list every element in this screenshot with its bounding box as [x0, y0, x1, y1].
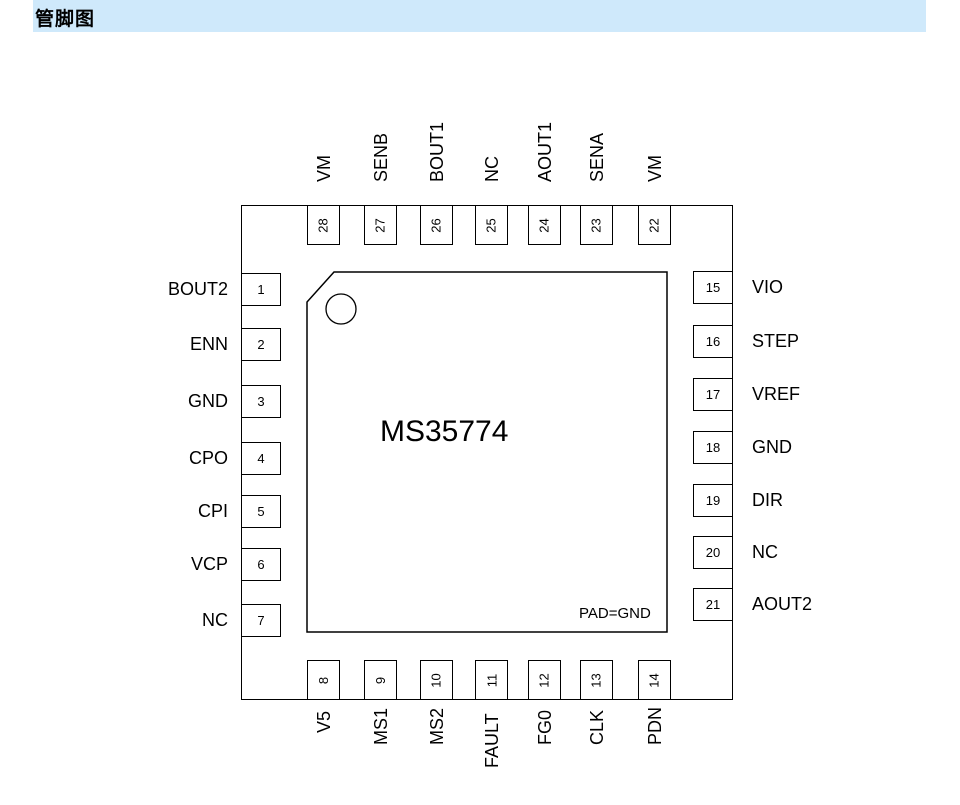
pin-label-21: AOUT2 — [752, 594, 813, 614]
pad-label: PAD=GND — [579, 605, 651, 622]
pin-label-11: FAULT — [482, 712, 502, 768]
pin-label-8: V5 — [314, 710, 334, 733]
pin-label-20: NC — [752, 542, 778, 562]
pin-number-26: 26 — [429, 217, 444, 233]
pin-box-22: 22 — [638, 205, 671, 245]
pin-box-20: 20 — [693, 536, 733, 569]
pin-box-28: 28 — [307, 205, 340, 245]
pin-box-23: 23 — [580, 205, 613, 245]
pin-label-1: BOUT2 — [167, 279, 228, 299]
pin-label-12: FG0 — [535, 709, 555, 745]
pin-box-25: 25 — [475, 205, 508, 245]
pin-number-11: 11 — [484, 673, 499, 687]
pin-number-27: 27 — [373, 217, 388, 233]
pin-box-5: 5 — [241, 495, 281, 528]
pin-label-28: VM — [314, 155, 334, 182]
pin-label-3: GND — [188, 391, 228, 411]
pin-box-17: 17 — [693, 378, 733, 411]
pin-label-13: CLK — [587, 709, 607, 745]
pin-label-25: NC — [482, 156, 502, 182]
pin-label-10: MS2 — [427, 707, 447, 745]
pin-box-12: 12 — [528, 660, 561, 700]
pin-box-8: 8 — [307, 660, 340, 700]
chip-package — [241, 205, 733, 700]
pin-number-14: 14 — [647, 672, 662, 688]
chip-name: MS35774 — [380, 415, 509, 448]
pin-label-9: MS1 — [371, 707, 391, 745]
pin-number-23: 23 — [589, 217, 604, 233]
pin-label-27: SENB — [371, 132, 391, 182]
pin-box-18: 18 — [693, 431, 733, 464]
pin-box-11: 11 — [475, 660, 508, 700]
pin-box-10: 10 — [420, 660, 453, 700]
section-header: 管脚图 — [33, 0, 926, 32]
pin-label-24: AOUT1 — [535, 121, 555, 182]
pin-label-26: BOUT1 — [427, 121, 447, 182]
pin-label-14: PDN — [645, 706, 665, 745]
pin-box-4: 4 — [241, 442, 281, 475]
pin-label-19: DIR — [752, 490, 783, 510]
pin-label-6: VCP — [190, 554, 228, 574]
pin-number-12: 12 — [537, 672, 552, 688]
pin-label-4: CPO — [188, 448, 228, 468]
pin-box-6: 6 — [241, 548, 281, 581]
pin-label-15: VIO — [752, 277, 784, 297]
pin-number-24: 24 — [537, 217, 552, 233]
pin-number-22: 22 — [647, 217, 662, 233]
pin-box-19: 19 — [693, 484, 733, 517]
pin-number-13: 13 — [589, 672, 604, 688]
section-title: 管脚图 — [35, 8, 96, 30]
pin-box-9: 9 — [364, 660, 397, 700]
pin-box-16: 16 — [693, 325, 733, 358]
pin-box-27: 27 — [364, 205, 397, 245]
pin-box-1: 1 — [241, 273, 281, 306]
pin-box-2: 2 — [241, 328, 281, 361]
pin-box-26: 26 — [420, 205, 453, 245]
pin-label-17: VREF — [752, 384, 801, 404]
pin-label-16: STEP — [752, 331, 800, 351]
pin-label-22: VM — [645, 155, 665, 182]
pin-label-5: CPI — [197, 501, 228, 521]
pin-label-7: NC — [202, 610, 228, 630]
pin-label-18: GND — [752, 437, 792, 457]
pin-box-21: 21 — [693, 588, 733, 621]
pin-box-7: 7 — [241, 604, 281, 637]
pin-box-3: 3 — [241, 385, 281, 418]
pin-number-8: 8 — [315, 676, 331, 684]
die-body — [306, 271, 668, 633]
pin-number-9: 9 — [372, 676, 388, 684]
pin-number-10: 10 — [429, 672, 444, 688]
pin-number-25: 25 — [484, 217, 499, 233]
pin-box-15: 15 — [693, 271, 733, 304]
pin-box-24: 24 — [528, 205, 561, 245]
pin1-marker — [325, 293, 357, 325]
pin-label-23: SENA — [587, 132, 607, 182]
pin-label-2: ENN — [189, 334, 228, 354]
pin-number-28: 28 — [316, 217, 331, 233]
pin-box-14: 14 — [638, 660, 671, 700]
pin-box-13: 13 — [580, 660, 613, 700]
